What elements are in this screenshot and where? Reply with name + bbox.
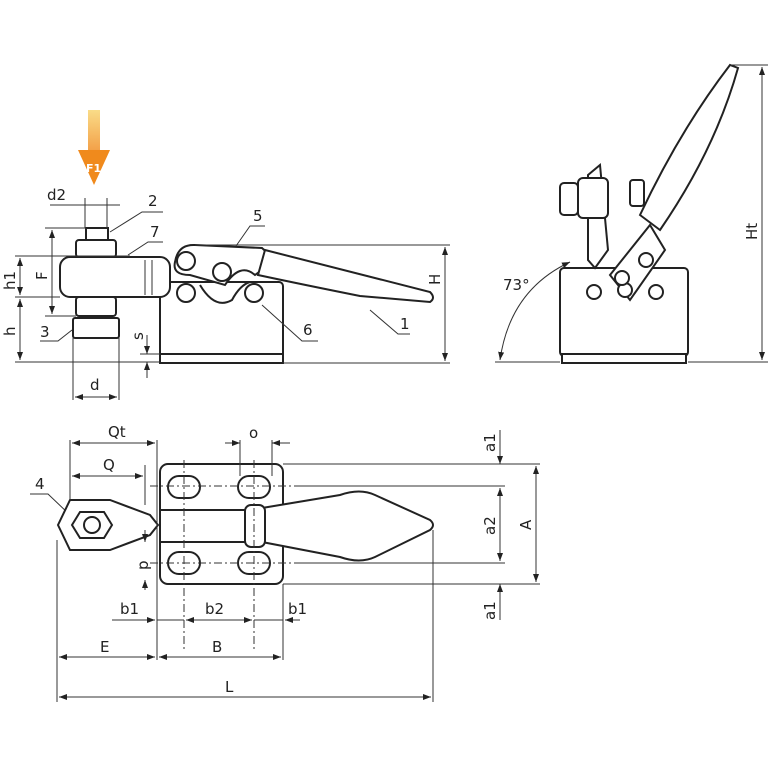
dim-p: p xyxy=(134,560,152,570)
part-4-label: 4 xyxy=(35,475,45,493)
part-2-label: 2 xyxy=(148,192,158,210)
dim-o: o xyxy=(249,424,258,442)
dim-H: H xyxy=(426,274,444,285)
dim-b2: b2 xyxy=(205,600,224,618)
dim-b1-right: b1 xyxy=(288,600,307,618)
dim-A: A xyxy=(517,519,535,530)
dim-Qt: Qt xyxy=(108,423,126,441)
dim-b1-left: b1 xyxy=(120,600,139,618)
top-view-dimensions: Qt Q o a1 a2 A a1 p b1 b2 b1 E B L xyxy=(56,423,540,702)
side-view-dimensions: d2 h1 h F d s H xyxy=(1,186,450,400)
dim-E: E xyxy=(100,638,109,656)
part-callouts: 2 7 5 3 6 1 4 xyxy=(30,192,410,516)
side-view xyxy=(59,227,434,364)
part-6-label: 6 xyxy=(303,321,313,339)
dim-h: h xyxy=(1,326,19,336)
dim-a2: a2 xyxy=(481,516,499,535)
dim-Q: Q xyxy=(103,456,115,474)
dim-L: L xyxy=(225,678,234,696)
dim-s: s xyxy=(129,332,147,340)
dim-d: d xyxy=(90,376,100,394)
part-7-label: 7 xyxy=(150,223,160,241)
dim-a1-top: a1 xyxy=(481,433,499,452)
dim-Ht: Ht xyxy=(743,223,761,240)
part-3-label: 3 xyxy=(40,323,50,341)
dim-F: F xyxy=(33,271,51,280)
force-arrow-icon: F1 xyxy=(78,110,110,185)
dim-d2: d2 xyxy=(47,186,66,204)
force-label: F1 xyxy=(86,162,101,175)
angle-73-label: 73° xyxy=(503,276,530,294)
dim-a1-bottom: a1 xyxy=(481,601,499,620)
part-1-label: 1 xyxy=(400,315,410,333)
open-view: Ht 73° xyxy=(495,63,768,364)
dim-B: B xyxy=(212,638,222,656)
dim-h1: h1 xyxy=(1,271,19,290)
part-5-label: 5 xyxy=(253,207,263,225)
top-view xyxy=(56,460,434,650)
